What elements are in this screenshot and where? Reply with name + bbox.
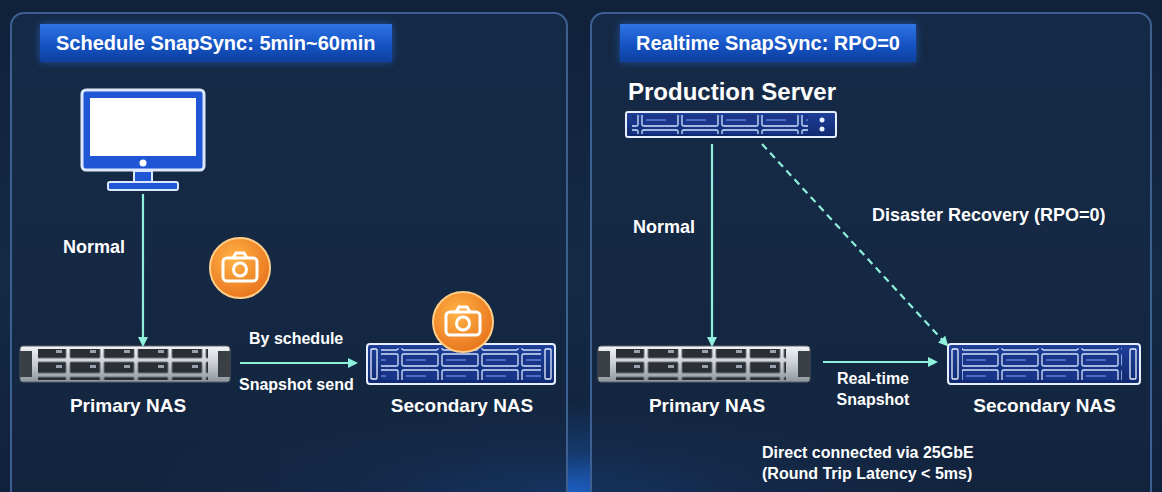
server-node: Production Server [622, 74, 846, 144]
edge-label: Real-time Snapshot [823, 368, 923, 410]
device-label: Production Server [628, 78, 836, 106]
panel-title: Realtime SnapSync: RPO=0 [620, 24, 916, 62]
flow-arrow [711, 144, 713, 345]
nas-device: Primary NAS [591, 345, 823, 425]
client-monitor [82, 90, 208, 194]
edge-label: Disaster Recovery (RPO=0) [872, 204, 1106, 227]
edge-label: Normal [63, 236, 125, 259]
panel-title: Schedule SnapSync: 5min~60min [40, 24, 392, 62]
flow-arrow [240, 362, 356, 364]
link-note: Direct connected via 25GbE (Round Trip L… [762, 442, 1024, 484]
group-panel: Realtime SnapSync: RPO=0Production Serve… [590, 12, 1152, 492]
edge-label: Normal [633, 216, 695, 239]
flow-arrow [823, 361, 936, 363]
edge-note: Snapshot send [239, 374, 354, 395]
device-label: Secondary NAS [936, 395, 1153, 417]
dashed-arrow [762, 144, 947, 345]
device-label: Secondary NAS [356, 395, 568, 417]
device-label: Primary NAS [591, 395, 823, 417]
nas-device: Secondary NAS [356, 345, 568, 425]
nas-device: Primary NAS [16, 345, 240, 425]
edge-label: By schedule [249, 328, 343, 349]
flow-arrow [142, 194, 144, 345]
device-label: Primary NAS [16, 395, 240, 417]
nas-device: Secondary NAS [936, 345, 1153, 425]
